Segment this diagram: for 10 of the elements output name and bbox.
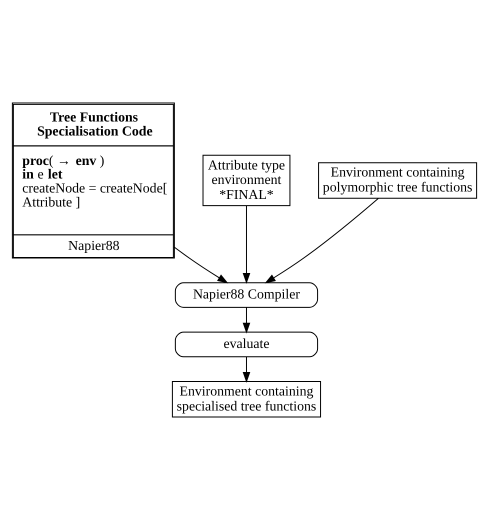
arrow (242, 307, 250, 334)
node-box: Attribute type environment *FINAL* (202, 154, 290, 206)
node-box: evaluate (174, 332, 318, 358)
node-box: Napier88 Compiler (174, 282, 318, 308)
node-box: Environment containing polymorphic tree functions (318, 162, 478, 199)
arrow (174, 246, 228, 284)
arrow (242, 356, 250, 383)
node-box: Environment containing specialised tree functions (172, 381, 322, 418)
arrow (242, 205, 250, 284)
arrow (264, 198, 379, 284)
